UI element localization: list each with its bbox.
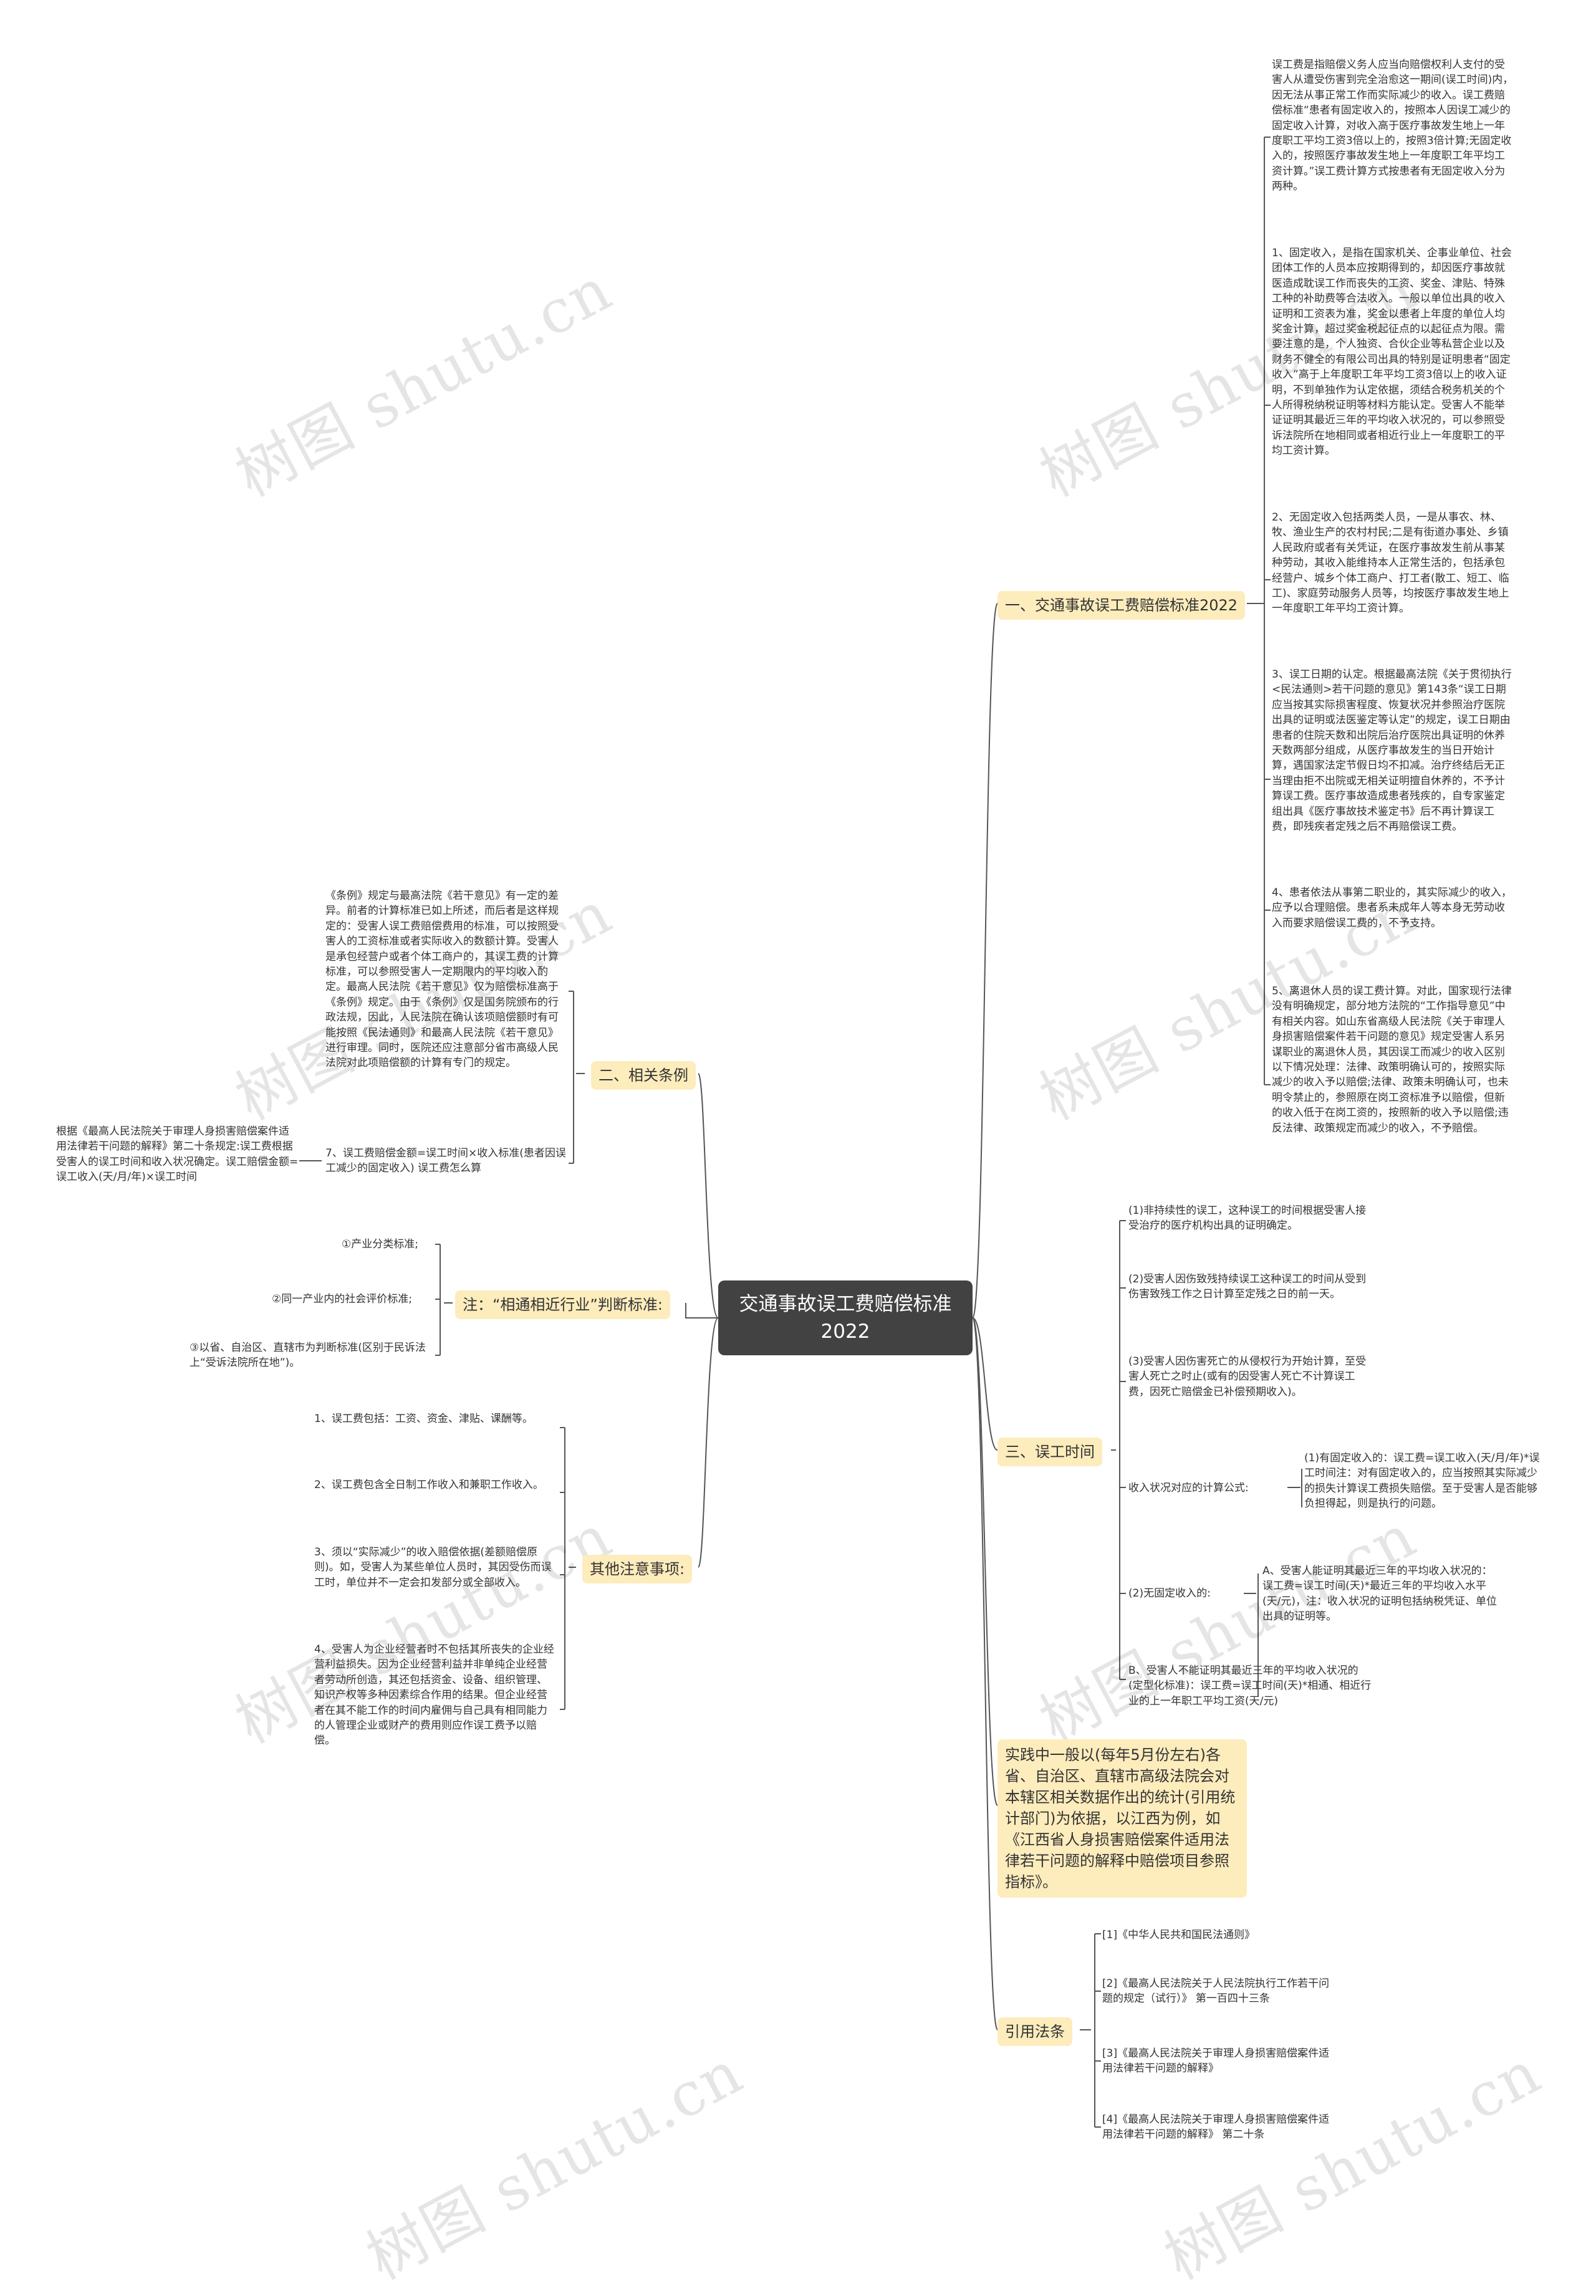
income-formula-label: 收入状况对应的计算公式: [1128,1482,1249,1494]
industry-standard-3: ③以省、自治区、直辖市为判断标准(区别于民诉法上“受诉法院所在地”)。 [190,1342,426,1370]
branch-industry-standard[interactable]: 注：“相通相近行业”判断标准: [455,1290,670,1319]
lost-time-leaf-3: (3)受害人因伤害死亡的从侵权行为开始计算，至受害人死亡之时止(或有的因受害人死… [1128,1355,1367,1398]
nonfixed-income-a: A、受害人能证明其最近三年的平均收入状况的：误工费=误工时间(天)*最近三年的平… [1262,1565,1497,1623]
lost-time-leaf-2: (2)受害人因伤致残持续误工这种误工的时间从受到伤害致残工作之日计算至定残之日的… [1128,1273,1367,1301]
connector-line [972,1317,998,1806]
cited-law-3: [3]《最高人民法院关于审理人身损害赔偿案件适用法律若干问题的解释》 [1102,2047,1330,2075]
other-notes-1: 1、误工费包括：工资、资金、津贴、课酬等。 [314,1413,533,1425]
other-notes-4: 4、受害人为企业经营者时不包括其所丧失的企业经营利益损失。因为企业经营利益并非单… [314,1643,554,1747]
connector-line [685,1303,718,1319]
connector-line [972,603,998,1319]
cited-law-4: [4]《最高人民法院关于审理人身损害赔偿案件适用法律若干问题的解释》 第二十条 [1102,2113,1330,2141]
connector-line [698,1073,719,1319]
connector-line [972,1317,998,1451]
standard-leaf-intro: 误工费是指赔偿义务人应当向赔偿权利人支付的受害人从遭受伤害到完全治愈这一期间(误… [1272,59,1514,193]
cited-law-1: [1]《中华人民共和国民法通则》 [1102,1929,1256,1941]
branch-cited-law[interactable]: 引用法条 [998,2017,1072,2046]
branch-standard[interactable]: 一、交通事故误工费赔偿标准2022 [998,591,1246,620]
standard-leaf-second-job: 4、患者依法从事第二职业的，其实际减少的收入，应予以合理赔偿。患者系未成年人等本… [1272,886,1512,929]
root-node[interactable]: 交通事故误工费赔偿标准2022 [718,1280,973,1355]
standard-leaf-date: 3、误工日期的认定。根据最高法院《关于贯彻执行<民法通则>若干问题的意见》第14… [1272,668,1512,833]
standard-leaf-nonfixed-income: 2、无固定收入包括两类人员，一是从事农、林、牧、渔业生产的农村村民;二是有街道办… [1272,511,1509,615]
fixed-income-formula: (1)有固定收入的：误工费=误工收入(天/月/年)*误工时间注：对有固定收入的，… [1304,1452,1540,1511]
branch-lost-time[interactable]: 三、误工时间 [998,1438,1102,1466]
other-notes-3: 3、须以“实际减少”的收入赔偿依据(差额赔偿原则)。如，受害人为某些单位人员时，… [314,1546,552,1589]
cited-law-2: [2]《最高人民法院关于人民法院执行工作若干问题的规定（试行）》 第一百四十三条 [1102,1977,1330,2005]
other-notes-2: 2、误工费包含全日制工作收入和兼职工作收入。 [314,1479,544,1491]
branch-regulations[interactable]: 二、相关条例 [591,1061,696,1090]
lost-time-leaf-1: (1)非持续性的误工，这种误工的时间根据受害人接受治疗的医疗机构出具的证明确定。 [1128,1204,1367,1232]
connector-line [972,1317,998,2030]
standard-leaf-retired: 5、离退休人员的误工费计算。对此，国家现行法律没有明确规定，部分地方法院的“工作… [1272,985,1512,1135]
regulations-leaf-1: 《条例》规定与最高法院《若干意见》有一定的差异。前者的计算标准已如上所述，而后者… [325,890,559,1070]
standard-leaf-fixed-income: 1、固定收入，是指在国家机关、企事业单位、社会团体工作的人员本应按期得到的，却因… [1272,247,1512,458]
branch-other-notes[interactable]: 其他注意事项: [582,1555,693,1583]
connector-line [698,1317,719,1568]
regulations-sub: 根据《最高人民法院关于审理人身损害赔偿案件适用法律若干问题的解释》第二十条规定:… [56,1125,299,1184]
nonfixed-income-b: B、受害人不能证明其最近三年的平均收入状况的(定型化标准)：误工费=误工时间(天… [1128,1664,1372,1708]
industry-standard-2: ②同一产业内的社会评价标准; [272,1293,412,1305]
industry-standard-1: ①产业分类标准; [342,1238,418,1251]
connector-lines [299,137,1302,2128]
regulations-leaf-2: 7、误工费赔偿金额=误工时间×收入标准(患者因误工减少的固定收入) 误工费怎么算 [325,1147,566,1175]
branch-practice-note[interactable]: 实践中一般以(每年5月份左右)各省、自治区、直辖市高级法院会对本辖区相关数据作出… [998,1739,1247,1898]
nonfixed-income-label: (2)无固定收入的: [1128,1587,1211,1600]
